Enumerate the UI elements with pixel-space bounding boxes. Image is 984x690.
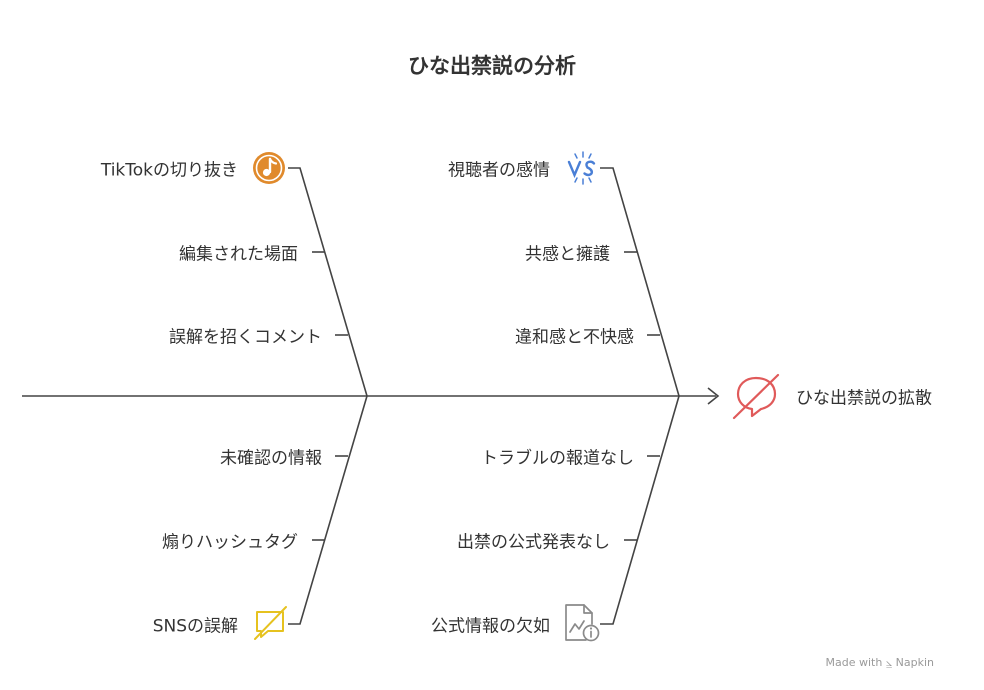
diagram-title: ひな出禁説の分析 <box>408 54 576 78</box>
bone-bottom-left <box>288 395 368 625</box>
bone-bottom-right <box>600 395 680 625</box>
cause-label: トラブルの報道なし <box>481 448 634 469</box>
branch-head-label-official: 公式情報の欠如 <box>431 616 550 637</box>
bone-top-right <box>600 167 680 397</box>
crossed-speech-icon <box>732 373 780 420</box>
cause-label: 違和感と不快感 <box>515 327 634 348</box>
document-info-icon <box>565 604 600 642</box>
cause-label: 誤解を招くコメント <box>169 327 322 348</box>
cause-label: 煽りハッシュタグ <box>162 532 298 553</box>
crossed-chat-icon <box>254 606 287 640</box>
spine-arrowhead <box>707 387 720 405</box>
bone-top-left <box>288 167 368 397</box>
cause-label: 共感と擁護 <box>525 244 610 265</box>
branch-head-label-tiktok: TikTokの切り抜き <box>100 160 238 181</box>
cause-label: 出禁の公式発表なし <box>457 532 610 553</box>
vs-icon <box>567 151 596 185</box>
branch-head-label-emotion: 視聴者の感情 <box>448 160 550 181</box>
music-note-icon <box>253 152 285 184</box>
effect-label: ひな出禁説の拡散 <box>796 388 932 409</box>
footer-attribution: Made with ⦥ Napkin <box>825 656 934 669</box>
branch-head-label-sns: SNSの誤解 <box>152 616 238 637</box>
cause-label: 未確認の情報 <box>220 448 322 469</box>
cause-label: 編集された場面 <box>179 244 298 265</box>
